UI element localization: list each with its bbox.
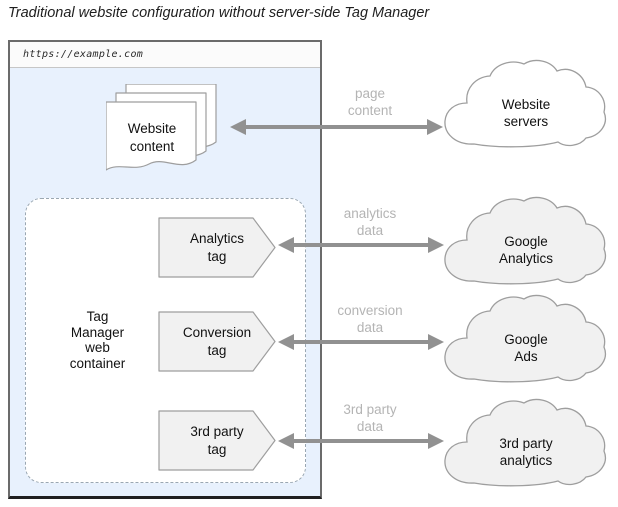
url-text: https://example.com [23,49,144,60]
bidirectional-arrow-icon [230,119,443,135]
tag-shape-icon [158,410,276,471]
tag-shape-icon [158,311,276,372]
tag-manager-label: Tag Manager web container [69,309,126,371]
cloud-icon [444,398,606,487]
third-party-tag-label: 3rd party tag [190,424,244,457]
flow-label-3rd-party-data: 3rd party data [343,402,397,434]
page-title: Traditional website configuration withou… [8,5,430,21]
bidirectional-arrow-icon [278,334,444,350]
conversion-tag: Conversion tag [158,311,276,372]
browser-titlebar: https://example.com [10,42,320,68]
cloud-icon [444,59,606,148]
flow-label-conversion-data: conversion data [337,303,403,335]
cloud-google-analytics: Google Analytics [440,196,612,289]
cloud-google-ads: Google Ads [440,294,612,387]
bidirectional-arrow-icon [278,237,444,253]
flow-label-page-content: page content [347,86,393,118]
analytics-tag: Analytics tag [158,217,276,278]
cloud-3rd-party-analytics: 3rd party analytics [440,398,612,491]
document-stack-icon [106,84,217,171]
cloud-label: Website servers [501,96,551,130]
analytics-tag-label: Analytics tag [189,231,245,264]
tag-shape-icon [158,217,276,278]
conversion-tag-label: Conversion tag [182,325,252,358]
cloud-label: 3rd party analytics [499,435,553,469]
cloud-label: Google Ads [504,331,548,365]
bidirectional-arrow-icon [278,433,444,449]
cloud-icon [444,294,606,383]
cloud-icon [444,196,606,285]
flow-label-analytics-data: analytics data [343,206,397,238]
third-party-tag: 3rd party tag [158,410,276,471]
cloud-label: Google Analytics [498,233,554,267]
cloud-website-servers: Website servers [440,59,612,152]
website-content-label: Website content [127,121,177,154]
